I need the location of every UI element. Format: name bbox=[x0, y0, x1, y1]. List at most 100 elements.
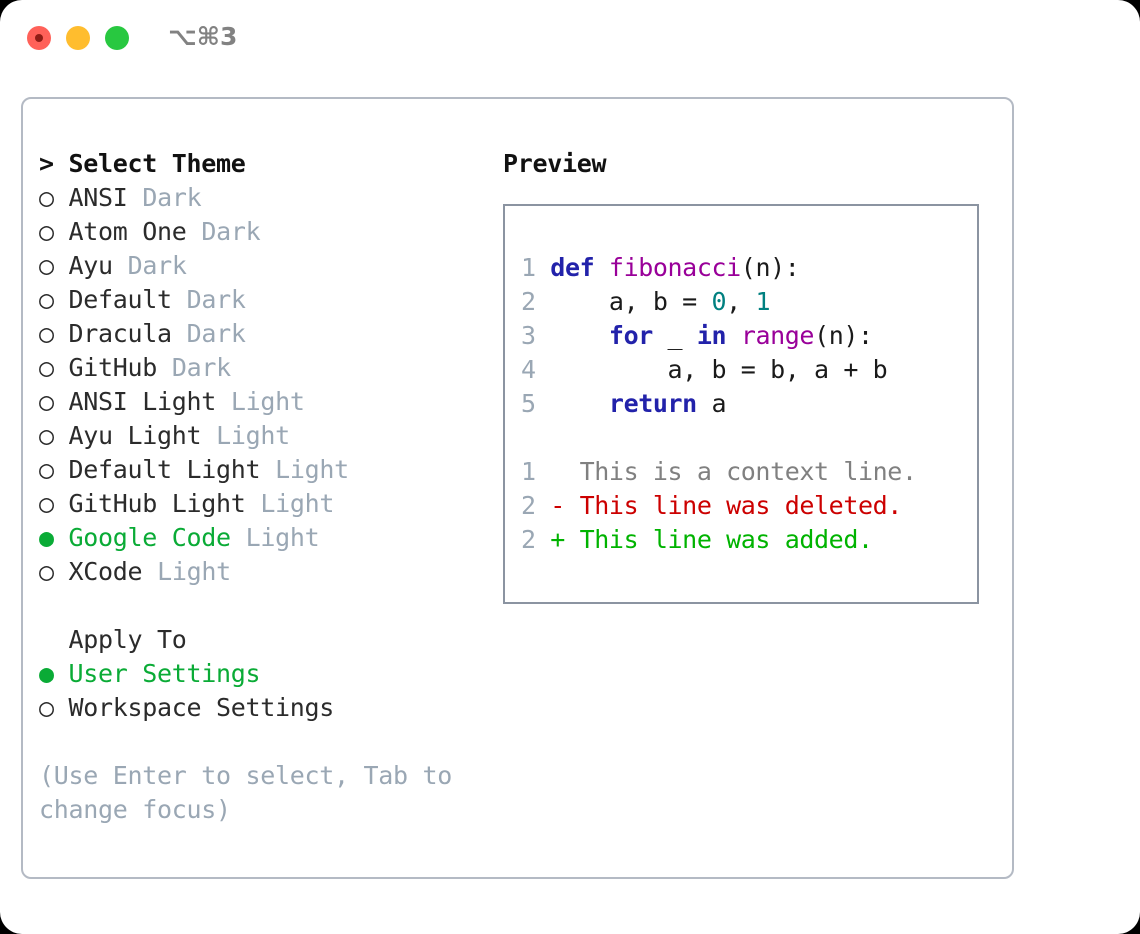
theme-variant-badge: Dark bbox=[201, 217, 261, 246]
code-token: (n): bbox=[814, 321, 873, 350]
theme-option-dracula[interactable]: ○ Dracula Dark bbox=[39, 317, 489, 351]
theme-option-default-light[interactable]: ○ Default Light Light bbox=[39, 453, 489, 487]
theme-option-github-light[interactable]: ○ GitHub Light Light bbox=[39, 487, 489, 521]
theme-variant-badge: Dark bbox=[171, 353, 231, 382]
radio-unselected-icon: ○ bbox=[39, 421, 54, 450]
apply-to-option-user-settings[interactable]: ● User Settings bbox=[39, 657, 489, 691]
theme-variant-badge: Dark bbox=[186, 319, 246, 348]
theme-option-label: Google Code bbox=[68, 523, 232, 552]
radio-unselected-icon: ○ bbox=[39, 387, 54, 416]
code-token bbox=[726, 321, 741, 350]
radio-unselected-icon: ○ bbox=[39, 251, 54, 280]
theme-picker-panel: > Select Theme ○ ANSI Dark○ Atom One Dar… bbox=[39, 147, 489, 827]
code-token: _ bbox=[652, 321, 697, 350]
line-number: 2 bbox=[521, 287, 536, 316]
theme-variant-badge: Dark bbox=[142, 183, 202, 212]
theme-option-label: ANSI Light bbox=[68, 387, 217, 416]
code-line: 2 a, b = 0, 1 bbox=[521, 285, 917, 319]
theme-variant-badge: Light bbox=[230, 387, 305, 416]
line-number: 3 bbox=[521, 321, 536, 350]
theme-variant-badge: Dark bbox=[186, 285, 246, 314]
traffic-light-group bbox=[27, 26, 129, 50]
theme-variant-badge: Light bbox=[275, 455, 349, 484]
radio-unselected-icon: ○ bbox=[39, 557, 54, 586]
theme-option-atom-one[interactable]: ○ Atom One Dark bbox=[39, 215, 489, 249]
code-token: - This line was deleted. bbox=[535, 491, 902, 520]
code-token: 0 bbox=[711, 287, 727, 316]
preview-panel: Preview 1 def fibonacci(n):2 a, b = 0, 1… bbox=[503, 147, 993, 604]
theme-option-label: GitHub bbox=[68, 353, 158, 382]
code-token: This is a context line. bbox=[535, 457, 917, 486]
apply-to-option-label: Workspace Settings bbox=[68, 693, 335, 722]
theme-option-google-code[interactable]: ● Google Code Light bbox=[39, 521, 489, 555]
title-bar: ⌥⌘3 bbox=[0, 0, 1140, 78]
code-line: 1 def fibonacci(n): bbox=[521, 251, 917, 285]
theme-option-default[interactable]: ○ Default Dark bbox=[39, 283, 489, 317]
code-line: 2 + This line was added. bbox=[521, 523, 917, 557]
minimize-button[interactable] bbox=[66, 26, 90, 50]
radio-selected-icon: ● bbox=[39, 659, 54, 688]
theme-option-ansi[interactable]: ○ ANSI Dark bbox=[39, 181, 489, 215]
apply-to-option-label: User Settings bbox=[68, 659, 261, 688]
code-token: 1 bbox=[755, 287, 771, 316]
apply-to-option-workspace-settings[interactable]: ○ Workspace Settings bbox=[39, 691, 489, 725]
theme-option-label: Default Light bbox=[68, 455, 261, 484]
code-token: a bbox=[696, 389, 727, 418]
theme-option-github[interactable]: ○ GitHub Dark bbox=[39, 351, 489, 385]
line-number: 5 bbox=[521, 389, 536, 418]
radio-unselected-icon: ○ bbox=[39, 285, 54, 314]
code-token: return bbox=[535, 389, 697, 418]
theme-option-label: ANSI bbox=[68, 183, 128, 212]
keyboard-hint-line-1: (Use Enter to select, Tab to bbox=[39, 761, 453, 790]
theme-option-label: Default bbox=[68, 285, 173, 314]
code-line: 1 This is a context line. bbox=[521, 455, 917, 489]
radio-unselected-icon: ○ bbox=[39, 353, 54, 382]
code-token: a, b = bbox=[535, 287, 712, 316]
close-button[interactable] bbox=[27, 26, 51, 50]
code-token: for bbox=[535, 321, 653, 350]
theme-option-label: XCode bbox=[68, 557, 143, 586]
theme-option-list: ○ ANSI Dark○ Atom One Dark○ Ayu Dark○ De… bbox=[39, 181, 489, 589]
code-line: 2 - This line was deleted. bbox=[521, 489, 917, 523]
section-spacer bbox=[39, 589, 489, 623]
theme-option-label: Atom One bbox=[68, 217, 187, 246]
code-line: 4 a, b = b, a + b bbox=[521, 353, 917, 387]
line-number: 4 bbox=[521, 355, 536, 384]
keyboard-hint-line-2: change focus) bbox=[39, 795, 231, 824]
radio-unselected-icon: ○ bbox=[39, 217, 54, 246]
line-number: 1 bbox=[521, 253, 536, 282]
theme-option-ansi-light[interactable]: ○ ANSI Light Light bbox=[39, 385, 489, 419]
theme-variant-badge: Light bbox=[260, 489, 335, 518]
line-number: 2 bbox=[521, 525, 536, 554]
theme-option-xcode[interactable]: ○ XCode Light bbox=[39, 555, 489, 589]
radio-unselected-icon: ○ bbox=[39, 455, 54, 484]
code-token: (n): bbox=[740, 253, 800, 282]
hint-spacer bbox=[39, 725, 489, 759]
theme-option-ayu[interactable]: ○ Ayu Dark bbox=[39, 249, 489, 283]
theme-variant-badge: Light bbox=[157, 557, 231, 586]
theme-option-label: Ayu Light bbox=[68, 421, 202, 450]
line-number: 1 bbox=[521, 457, 536, 486]
radio-unselected-icon: ○ bbox=[39, 183, 54, 212]
code-token: fibonacci bbox=[608, 253, 741, 282]
select-theme-header: > Select Theme bbox=[39, 149, 246, 178]
code-token: range bbox=[740, 321, 815, 350]
line-number: 2 bbox=[521, 491, 536, 520]
theme-variant-badge: Light bbox=[216, 421, 290, 450]
apply-to-header: Apply To bbox=[39, 625, 187, 654]
theme-option-label: Ayu bbox=[68, 251, 114, 280]
radio-unselected-icon: ○ bbox=[39, 489, 54, 518]
radio-unselected-icon: ○ bbox=[39, 319, 54, 348]
code-token: + This line was added. bbox=[535, 525, 873, 554]
code-blank-line bbox=[521, 421, 917, 455]
theme-option-label: GitHub Light bbox=[68, 489, 246, 518]
radio-selected-icon: ● bbox=[39, 523, 54, 552]
theme-option-ayu-light[interactable]: ○ Ayu Light Light bbox=[39, 419, 489, 453]
radio-unselected-icon: ○ bbox=[39, 693, 54, 722]
keyboard-shortcut-label: ⌥⌘3 bbox=[168, 22, 238, 51]
theme-option-label: Dracula bbox=[68, 319, 173, 348]
zoom-button[interactable] bbox=[105, 26, 129, 50]
